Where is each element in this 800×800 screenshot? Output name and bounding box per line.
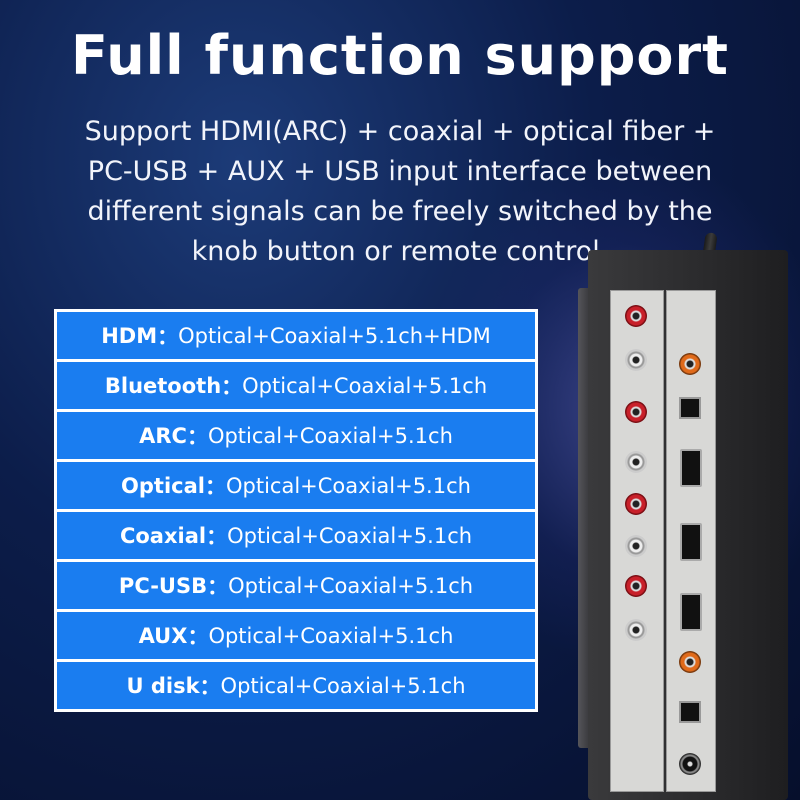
rca-panel (610, 290, 664, 792)
mode-name: Optical (121, 473, 205, 498)
description-line: Support HDMI(ARC) + coaxial + optical fi… (84, 116, 716, 147)
mode-name: AUX (138, 623, 188, 648)
digital-panel (666, 290, 716, 792)
mode-value: Optical+Coaxial+5.1ch (227, 523, 473, 548)
mode-row-coaxial: Coaxial：Optical+Coaxial+5.1ch (57, 512, 535, 559)
hdmi-port-icon (680, 523, 702, 561)
mode-separator: ： (206, 524, 228, 549)
coax-jack-icon (679, 651, 701, 673)
mode-row-pc-usb: PC-USB：Optical+Coaxial+5.1ch (57, 562, 535, 609)
mode-separator: ： (157, 324, 179, 349)
page-title: Full function support (71, 24, 729, 87)
rca-jack-icon (625, 305, 647, 327)
mode-name: Bluetooth (104, 373, 222, 398)
decoder-device-image (578, 230, 800, 800)
mode-name: ARC (139, 423, 187, 448)
rca-jack-icon (625, 451, 647, 473)
mode-row-arc: ARC：Optical+Coaxial+5.1ch (57, 412, 535, 459)
mode-separator: ： (207, 574, 229, 599)
optical-port-icon (679, 397, 701, 419)
coax-jack-icon (679, 353, 701, 375)
mode-row-u-disk: U disk：Optical+Coaxial+5.1ch (57, 662, 535, 709)
mode-separator: ： (187, 624, 209, 649)
mode-name: U disk (126, 673, 200, 698)
rca-jack-icon (625, 349, 647, 371)
device-body (588, 250, 788, 800)
description-line: knob button or remote control. (191, 236, 609, 267)
mode-separator: ： (199, 674, 221, 699)
mode-row-bluetooth: Bluetooth：Optical+Coaxial+5.1ch (57, 362, 535, 409)
rca-jack-icon (625, 535, 647, 557)
mode-value: Optical+Coaxial+5.1ch (242, 373, 488, 398)
mode-value: Optical+Coaxial+5.1ch (208, 623, 454, 648)
mode-value: Optical+Coaxial+5.1ch (220, 673, 466, 698)
modes-table: HDM：Optical+Coaxial+5.1ch+HDM Bluetooth：… (54, 309, 538, 712)
hdmi-port-icon (680, 449, 702, 487)
mode-row-optical: Optical：Optical+Coaxial+5.1ch (57, 462, 535, 509)
power-port-icon (679, 753, 701, 775)
mode-value: Optical+Coaxial+5.1ch (207, 423, 453, 448)
mode-separator: ： (221, 374, 243, 399)
rca-jack-icon (625, 575, 647, 597)
rca-jack-icon (625, 619, 647, 641)
description: Support HDMI(ARC) + coaxial + optical fi… (0, 112, 800, 272)
mode-value: Optical+Coaxial+5.1ch (228, 573, 474, 598)
mode-value: Optical+Coaxial+5.1ch (225, 473, 471, 498)
mode-name: PC-USB (118, 573, 208, 598)
mode-name: HDM (101, 323, 158, 348)
mode-row-aux: AUX：Optical+Coaxial+5.1ch (57, 612, 535, 659)
rca-jack-icon (625, 493, 647, 515)
mode-value: Optical+Coaxial+5.1ch+HDM (178, 323, 491, 348)
optical-port-icon (679, 701, 701, 723)
mode-row-hdm: HDM：Optical+Coaxial+5.1ch+HDM (57, 312, 535, 359)
description-line: different signals can be freely switched… (87, 196, 713, 227)
mode-name: Coaxial (119, 523, 207, 548)
description-line: PC-USB + AUX + USB input interface betwe… (87, 156, 713, 187)
hdmi-port-icon (680, 593, 702, 631)
mode-separator: ： (204, 474, 226, 499)
rca-jack-icon (625, 401, 647, 423)
mode-separator: ： (186, 424, 208, 449)
